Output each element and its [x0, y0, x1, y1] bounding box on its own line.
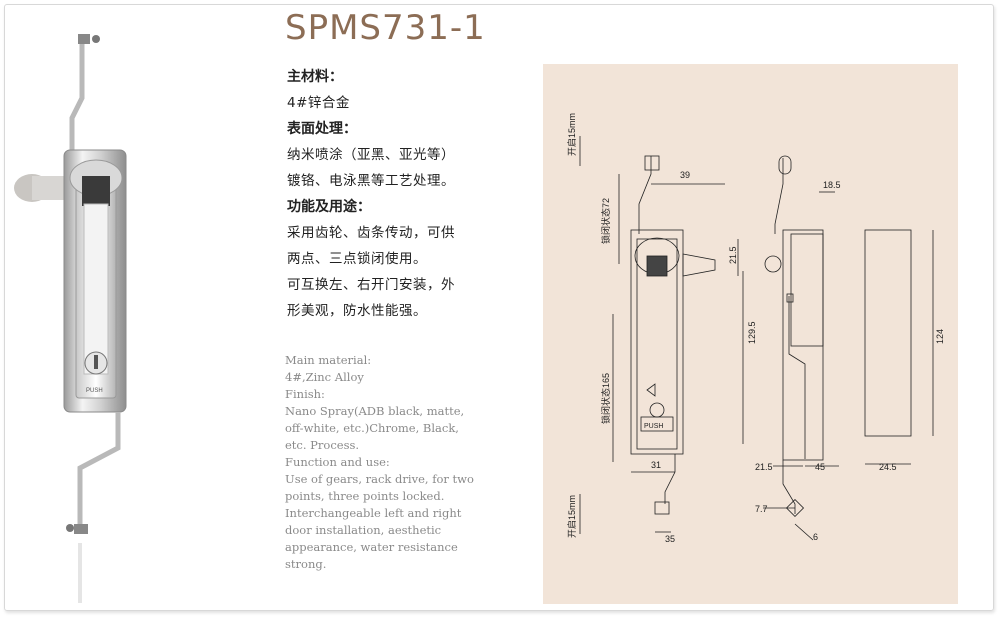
english-line: Interchangeable left and right — [285, 506, 462, 520]
dim-24-5: 24.5 — [879, 462, 897, 472]
dim-21-5-top: 21.5 — [728, 246, 738, 264]
dim-129-5: 129.5 — [747, 321, 757, 344]
technical-drawing-panel: 开启15mm 锁闭状态72 锁闭状态165 开启15mm 21.5 129.5 … — [543, 64, 958, 604]
finish-label: 表面处理： — [287, 121, 357, 137]
page-frame — [4, 4, 994, 611]
english-line: 4#,Zinc Alloy — [285, 370, 364, 384]
open-bottom-label: 开启15mm — [566, 495, 577, 538]
dim-18-5: 18.5 — [823, 180, 841, 190]
function-label: 功能及用途： — [287, 199, 371, 215]
finish-line: 镀铬、电泳黑等工艺处理。 — [287, 173, 455, 189]
english-line: Main material: — [285, 353, 372, 367]
english-line: Function and use: — [285, 455, 390, 469]
dim-21-5-bottom: 21.5 — [755, 462, 773, 472]
english-description: Main material: 4#,Zinc Alloy Finish: Nan… — [285, 352, 535, 573]
main-material-label: 主材料： — [287, 69, 343, 85]
dim-45: 45 — [815, 462, 825, 472]
lock-state-72-label: 锁闭状态72 — [600, 198, 611, 244]
dim-7-7: 7.7 — [755, 504, 768, 514]
dim-31: 31 — [651, 460, 661, 470]
dim-124: 124 — [935, 329, 945, 344]
english-line: appearance, water resistance — [285, 540, 458, 554]
chinese-description: 主材料： 4#锌合金 表面处理： 纳米喷涂（亚黑、亚光等） 镀铬、电泳黑等工艺处… — [287, 64, 537, 324]
dim-35: 35 — [665, 534, 675, 544]
english-line: points, three points locked. — [285, 489, 445, 503]
english-line: strong. — [285, 557, 327, 571]
english-line: etc. Process. — [285, 438, 360, 452]
dim-39: 39 — [680, 170, 690, 180]
function-line: 两点、三点锁闭使用。 — [287, 251, 427, 267]
open-top-label: 开启15mm — [566, 113, 577, 156]
english-line: door installation, aesthetic — [285, 523, 442, 537]
english-line: Use of gears, rack drive, for two — [285, 472, 474, 486]
technical-drawing: 开启15mm 锁闭状态72 锁闭状态165 开启15mm 21.5 129.5 … — [566, 113, 945, 544]
lock-state-165-label: 锁闭状态165 — [600, 373, 611, 424]
product-photo: PUSH — [14, 34, 127, 603]
dim-6: 6 — [813, 532, 818, 542]
product-title: SPMS731-1 — [285, 8, 486, 48]
function-line: 采用齿轮、齿条传动，可供 — [287, 225, 455, 241]
drawing-push-label: PUSH — [644, 423, 663, 430]
photo-push-label: PUSH — [86, 388, 103, 394]
function-line: 可互换左、右开门安装，外 — [287, 277, 455, 293]
finish-line: 纳米喷涂（亚黑、亚光等） — [287, 147, 455, 163]
english-line: Finish: — [285, 387, 325, 401]
function-line: 形美观，防水性能强。 — [287, 303, 427, 319]
main-material-value: 4#锌合金 — [287, 95, 350, 111]
english-line: off-white, etc.)Chrome, Black, — [285, 421, 459, 435]
english-line: Nano Spray(ADB black, matte, — [285, 404, 465, 418]
